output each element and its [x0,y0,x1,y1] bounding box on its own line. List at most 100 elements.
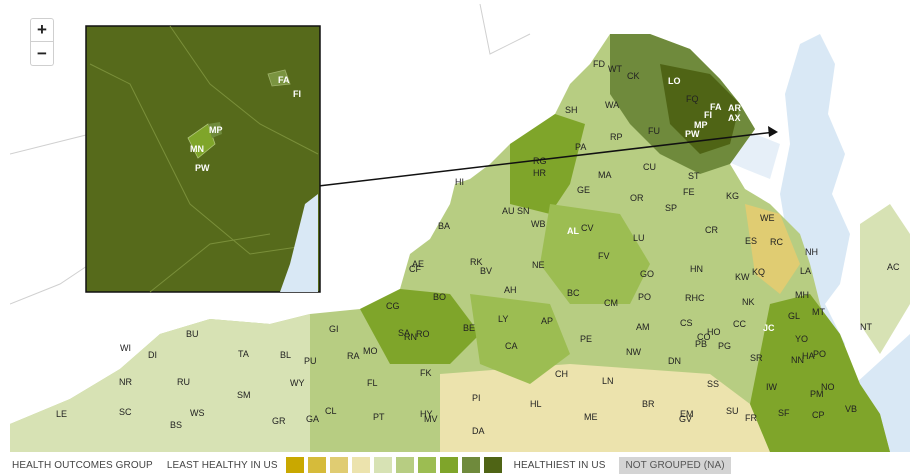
county-label-cp[interactable]: CP [812,410,825,420]
county-label-hr[interactable]: HR [533,168,546,178]
county-label-ap[interactable]: AP [541,316,553,326]
county-label-gv[interactable]: GV [679,414,692,424]
county-label-cl[interactable]: CL [325,406,337,416]
zoom-out-button[interactable]: − [30,42,54,66]
county-label-cs[interactable]: CS [680,318,693,328]
county-label-ha[interactable]: HA [802,351,815,361]
county-label-pg[interactable]: PG [718,341,731,351]
county-label-fe[interactable]: FE [683,187,695,197]
county-label-br[interactable]: BR [642,399,655,409]
county-label-ge[interactable]: GE [577,185,590,195]
county-label-sa[interactable]: SA [398,328,410,338]
county-label-nw[interactable]: NW [626,347,641,357]
county-label-ss[interactable]: SS [707,379,719,389]
county-label-ch[interactable]: CH [555,369,568,379]
county-label-go[interactable]: GO [640,269,654,279]
county-label-ne[interactable]: NE [532,260,545,270]
county-label-ta[interactable]: TA [238,349,249,359]
county-label-la[interactable]: LA [800,266,811,276]
county-label-no[interactable]: NO [821,382,835,392]
county-label-vb[interactable]: VB [845,404,857,414]
county-label-mh[interactable]: MH [795,290,809,300]
county-label-sh[interactable]: SH [565,105,578,115]
county-label-hy[interactable]: HY [420,409,433,419]
county-label-es[interactable]: ES [745,236,757,246]
county-label-co[interactable]: CO [697,332,711,342]
county-label-fr[interactable]: FR [745,413,757,423]
county-label-ro[interactable]: RO [416,329,430,339]
county-label-sr[interactable]: SR [750,353,763,363]
county-label-pt[interactable]: PT [373,412,385,422]
county-label-pe[interactable]: PE [580,334,592,344]
county-label-fd[interactable]: FD [593,59,605,69]
county-label-wt[interactable]: WT [608,64,622,74]
county-label-rg[interactable]: RG [533,156,547,166]
county-label-pw[interactable]: PW [685,129,700,139]
county-label-we[interactable]: WE [760,213,775,223]
county-label-po[interactable]: PO [638,292,651,302]
county-label-sf[interactable]: SF [778,408,790,418]
county-label-rhc[interactable]: RHC [685,293,705,303]
county-label-cc[interactable]: CC [733,319,746,329]
county-label-nn[interactable]: NN [791,355,804,365]
county-label-st[interactable]: ST [688,171,700,181]
county-label-nk[interactable]: NK [742,297,755,307]
county-label-ra[interactable]: RA [347,351,360,361]
county-label-ga[interactable]: GA [306,414,319,424]
county-label-sp[interactable]: SP [665,203,677,213]
county-label-ck[interactable]: CK [627,71,640,81]
county-label-bl[interactable]: BL [280,350,291,360]
county-label-sm[interactable]: SM [237,390,251,400]
county-label-ac[interactable]: AC [887,262,900,272]
county-label-mv[interactable]: MV [424,414,438,424]
county-label-kq[interactable]: KQ [752,267,765,277]
county-label-su[interactable]: SU [726,406,739,416]
county-label-gi[interactable]: GI [329,324,339,334]
county-label-hi[interactable]: HI [455,177,464,187]
county-label-fa[interactable]: FA [710,102,722,112]
county-label-ly[interactable]: LY [498,314,508,324]
county-label-rc[interactable]: RC [770,237,783,247]
county-label-mp[interactable]: MP [694,120,708,130]
county-label-ae[interactable]: AE [412,259,424,269]
county-label-le[interactable]: LE [56,409,67,419]
county-label-me[interactable]: ME [584,412,598,422]
county-label-kg[interactable]: KG [726,191,739,201]
county-label-bv[interactable]: BV [480,266,492,276]
county-label-wb[interactable]: WB [531,219,546,229]
county-label-bu[interactable]: BU [186,329,199,339]
county-label-hn[interactable]: HN [690,264,703,274]
county-label-nt[interactable]: NT [860,322,872,332]
county-label-em[interactable]: EM [680,409,694,419]
county-label-cm[interactable]: CM [604,298,618,308]
county-label-lo[interactable]: LO [668,76,681,86]
county-label-gl[interactable]: GL [788,311,800,321]
county-label-fq[interactable]: FQ [686,94,699,104]
county-label-ba[interactable]: BA [438,221,450,231]
county-label-cu[interactable]: CU [643,162,656,172]
county-label-rk[interactable]: RK [470,257,483,267]
county-label-dn[interactable]: DN [668,356,681,366]
county-label-ws[interactable]: WS [190,408,205,418]
county-label-bo[interactable]: BO [433,292,446,302]
county-label-mo[interactable]: MO [363,346,378,356]
county-label-au[interactable]: AU [502,206,515,216]
county-label-nr[interactable]: NR [119,377,132,387]
county-label-rp[interactable]: RP [610,132,623,142]
county-label-fv[interactable]: FV [598,251,610,261]
county-label-fu[interactable]: FU [648,126,660,136]
county-label-pi[interactable]: PI [472,393,481,403]
county-label-am[interactable]: AM [636,322,650,332]
county-label-ar[interactable]: AR [728,103,741,113]
county-label-sc[interactable]: SC [119,407,132,417]
county-label-ru[interactable]: RU [177,377,190,387]
county-label-pu[interactable]: PU [304,356,317,366]
county-label-da[interactable]: DA [472,426,485,436]
county-label-yo[interactable]: YO [795,334,808,344]
county-label-or[interactable]: OR [630,193,644,203]
county-label-ho[interactable]: HO [707,327,721,337]
county-label-fl[interactable]: FL [367,378,378,388]
county-label-wy[interactable]: WY [290,378,305,388]
